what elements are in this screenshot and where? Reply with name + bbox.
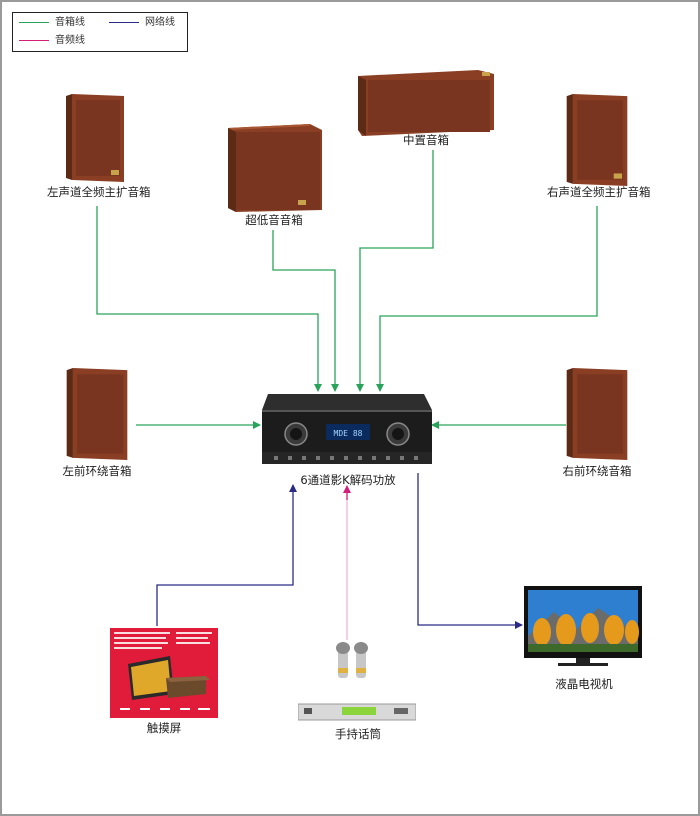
- speaker-icon: [66, 368, 128, 460]
- subwoofer: [228, 124, 322, 216]
- center-speaker-icon: [358, 70, 494, 136]
- microphone-set: [297, 642, 417, 728]
- center-speaker-label: 中置音箱: [403, 133, 449, 147]
- speaker-icon: [566, 94, 628, 186]
- speaker-line-right-main: [376, 206, 598, 392]
- left-main-speaker: [66, 94, 124, 186]
- amplifier-icon: MDE 88: [262, 394, 432, 464]
- subwoofer-label: 超低音音箱: [245, 213, 303, 227]
- touchscreen: [110, 628, 218, 722]
- microphone-label: 手持话筒: [335, 727, 381, 741]
- left-surround-speaker: [66, 368, 128, 464]
- microphone-icon: [297, 642, 417, 721]
- touchscreen-label: 触摸屏: [146, 721, 182, 735]
- amplifier-label: 6通道影K解码功放: [300, 473, 396, 487]
- tv: [524, 586, 642, 672]
- legend-swatch-green: [19, 21, 49, 23]
- left-main-speaker-label: 左声道全频主扩音箱: [47, 185, 151, 199]
- speaker-icon: [66, 94, 124, 182]
- right-surround-speaker: [566, 368, 628, 464]
- speaker-icon: [566, 368, 628, 460]
- right-main-speaker: [566, 94, 628, 190]
- legend-swatch-pink: [19, 39, 49, 41]
- amplifier-display: MDE 88: [334, 429, 363, 438]
- center-speaker: [358, 70, 494, 140]
- amplifier: MDE 88: [262, 394, 432, 470]
- legend: 音箱线 网络线 音频线: [12, 12, 188, 52]
- legend-audio-line-label: 音频线: [55, 35, 85, 46]
- network-line-touchscreen: [156, 484, 297, 626]
- subwoofer-icon: [228, 124, 322, 212]
- legend-swatch-navy: [109, 21, 139, 23]
- legend-network-line: 网络线: [109, 17, 175, 29]
- touchscreen-icon: [110, 628, 218, 718]
- legend-network-line-label: 网络线: [145, 17, 175, 28]
- speaker-line-left-main: [96, 206, 322, 392]
- speaker-line-subwoofer: [272, 230, 339, 392]
- tv-icon: [524, 586, 642, 666]
- legend-speaker-line: 音箱线: [19, 17, 85, 29]
- network-line-tv: [417, 473, 523, 629]
- legend-audio-line: 音频线: [19, 35, 85, 47]
- tv-label: 液晶电视机: [555, 677, 613, 691]
- right-surround-speaker-label: 右前环绕音箱: [562, 464, 632, 478]
- speaker-line-center: [356, 150, 434, 392]
- legend-speaker-line-label: 音箱线: [55, 17, 85, 28]
- left-surround-speaker-label: 左前环绕音箱: [62, 464, 132, 478]
- right-main-speaker-label: 右声道全频主扩音箱: [547, 185, 651, 199]
